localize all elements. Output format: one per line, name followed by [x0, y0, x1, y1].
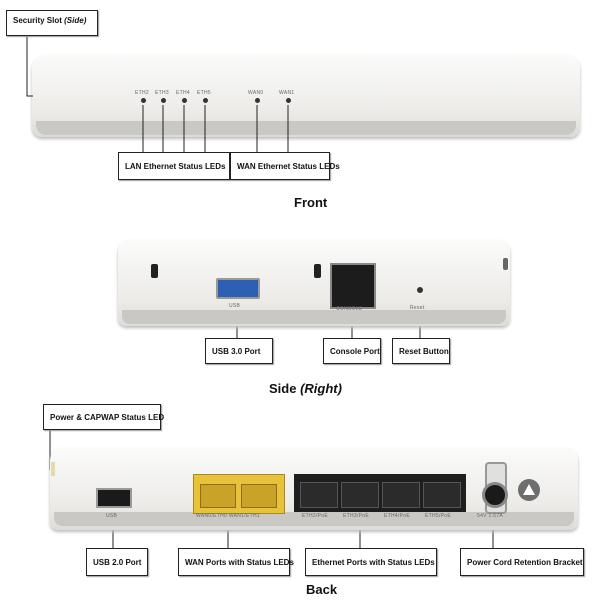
- callout-console: Console Port: [323, 338, 381, 364]
- side-device-base: [122, 310, 506, 324]
- led-label-eth2: ETH2: [135, 90, 149, 96]
- power-jack[interactable]: [482, 482, 508, 508]
- led-label-wan0: WAN0: [248, 90, 264, 96]
- callout-power-led: Power & CAPWAP Status LED: [43, 404, 164, 430]
- console-port[interactable]: [330, 263, 376, 309]
- led-label-eth5: ETH5: [197, 90, 211, 96]
- callout-wan-ports: WAN Ports with Status LEDs: [178, 548, 294, 576]
- led-eth5: [203, 98, 208, 103]
- side-caption: Side (Right): [269, 381, 342, 396]
- brand-logo: [518, 479, 540, 501]
- led-label-eth3: ETH3: [155, 90, 169, 96]
- back-eth2-label: ETH2/PoE: [302, 513, 329, 519]
- side-console-label: CONSOLE: [336, 306, 363, 312]
- back-caption: Back: [306, 582, 338, 597]
- back-eth5-label: ETH5/PoE: [425, 513, 452, 519]
- callout-power-cord: Power Cord Retention Bracket: [460, 548, 584, 576]
- usb3-port[interactable]: [216, 278, 260, 299]
- led-label-wan1: WAN1: [279, 90, 295, 96]
- callout-security-slot: Security Slot (Side): [6, 10, 98, 36]
- callout-wan-leds: WAN Ethernet Status LEDs: [230, 152, 340, 180]
- led-label-eth4: ETH4: [176, 90, 190, 96]
- led-eth3: [161, 98, 166, 103]
- usb2-port[interactable]: [96, 488, 132, 508]
- led-wan1: [286, 98, 291, 103]
- wan0-port[interactable]: [200, 484, 236, 508]
- side-vent-right: [503, 258, 508, 270]
- side-reset-label: Reset: [410, 305, 425, 311]
- callout-usb2: USB 2.0 Port: [86, 548, 148, 576]
- back-wan-label: WAN0/ETH0 WAN1/ETH1: [196, 513, 260, 519]
- front-caption: Front: [294, 195, 328, 210]
- power-status-led: [51, 462, 55, 476]
- side-vent-mid: [314, 264, 321, 278]
- eth4-port[interactable]: [382, 482, 420, 508]
- side-usb-label: USB: [229, 303, 241, 309]
- callout-reset: Reset Button: [392, 338, 450, 364]
- callout-lan-leds: LAN Ethernet Status LEDs: [118, 152, 230, 180]
- back-usb-label: USB: [106, 513, 118, 519]
- led-eth2: [141, 98, 146, 103]
- callout-eth-ports: Ethernet Ports with Status LEDs: [305, 548, 437, 576]
- eth3-port[interactable]: [341, 482, 379, 508]
- callout-usb3: USB 3.0 Port: [205, 338, 273, 364]
- back-device-base: [54, 512, 574, 526]
- front-device-base: [36, 121, 576, 135]
- wan1-port[interactable]: [241, 484, 277, 508]
- brand-logo-icon: [523, 484, 535, 495]
- led-wan0: [255, 98, 260, 103]
- side-vent-left: [151, 264, 158, 278]
- reset-button[interactable]: [417, 287, 423, 293]
- back-eth4-label: ETH4/PoE: [384, 513, 411, 519]
- eth5-port[interactable]: [423, 482, 461, 508]
- back-power-label: 54V 1.67A: [477, 513, 504, 519]
- eth2-port[interactable]: [300, 482, 338, 508]
- back-eth3-label: ETH3/PoE: [343, 513, 370, 519]
- led-eth4: [182, 98, 187, 103]
